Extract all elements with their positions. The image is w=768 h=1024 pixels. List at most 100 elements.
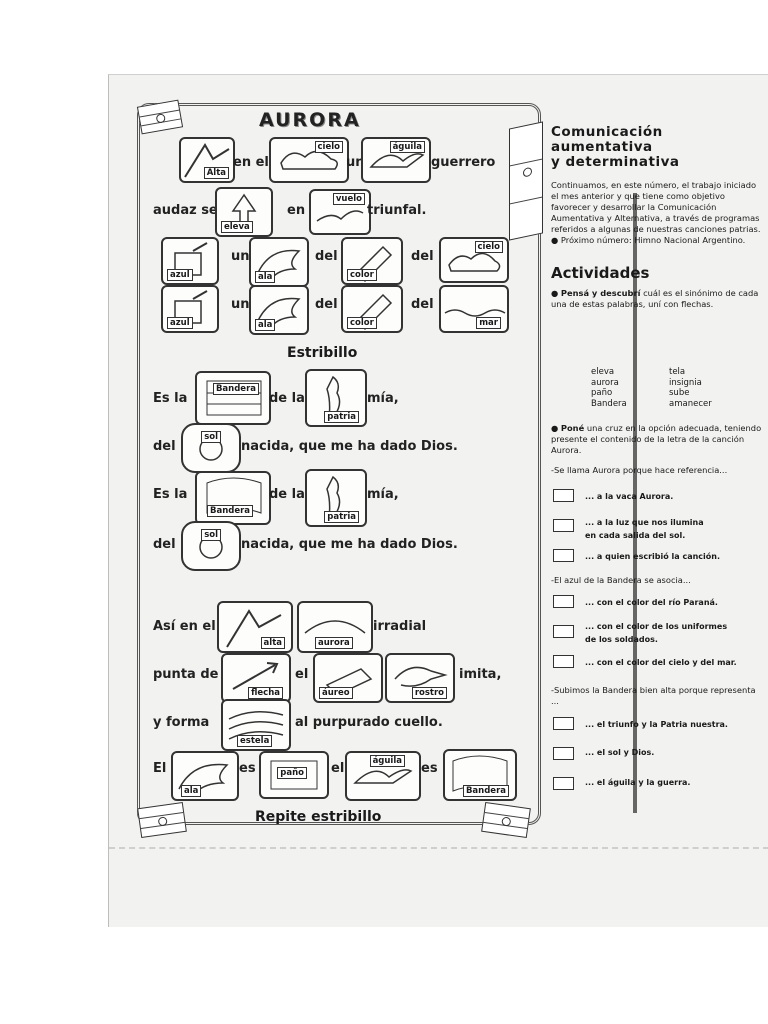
lyric-text: Así en el [153, 619, 216, 634]
lyric-text: del [153, 439, 176, 454]
lyric-text: al purpurado cuello. [295, 715, 443, 730]
lyric-text: mía, [367, 391, 399, 406]
answer-checkbox[interactable] [553, 655, 574, 668]
pictogram-color: color [341, 285, 403, 333]
lyric-text: el [295, 667, 309, 682]
song-title: AURORA [259, 109, 361, 131]
lyric-text: nacida, que me ha dado Dios. [241, 439, 458, 454]
answer-option: ... con el color del río Paraná. [585, 598, 718, 607]
pictogram-aguila: águila [345, 751, 421, 801]
answer-checkbox[interactable] [553, 747, 574, 760]
flag-pole-image [509, 121, 543, 241]
lyric-text: es [421, 761, 438, 776]
synonym-left-list: eleva aurora paño Bandera [591, 367, 627, 409]
pictogram-ala: ala [249, 285, 309, 335]
pictogram-ala: ala [249, 237, 309, 287]
answer-option: ... el triunfo y la Patria nuestra. [585, 720, 728, 729]
next-issue-text: Próximo número: Himno Nacional Argentino… [560, 235, 746, 245]
pictogram-azul: azul [161, 285, 219, 333]
synonym-word[interactable]: sube [669, 388, 690, 398]
answer-checkbox[interactable] [553, 595, 574, 608]
answer-option: ... con el color del cielo y del mar. [585, 658, 737, 667]
answer-option: ... con el color de los uniformes [585, 622, 728, 631]
pictogram-eleva: eleva [215, 187, 273, 237]
pictogram-bandera: Bandera [443, 749, 517, 801]
lyric-text: guerrero [431, 155, 496, 170]
activity-1-text: cuál es el sinónimo de cada una de estas… [551, 288, 759, 309]
pictogram-mar: mar [439, 285, 509, 333]
section-title-line: Comunicación [551, 124, 663, 140]
synonym-word[interactable]: eleva [591, 367, 615, 377]
lyric-text: del [411, 249, 434, 264]
answer-option: ... a la luz que nos ilumina [585, 518, 704, 527]
lyric-text: mía, [367, 487, 399, 502]
answer-option: ... a la vaca Aurora. [585, 492, 674, 501]
lyric-text: y forma [153, 715, 210, 730]
lyric-text: punta de [153, 667, 219, 682]
answer-option: ... el águila y la guerra. [585, 778, 691, 787]
pictogram-patria: patria [305, 369, 367, 427]
pictogram-sol: sol [181, 521, 241, 571]
activities-column: Comunicación aumentativa y determinativa… [551, 125, 766, 310]
answer-checkbox[interactable] [553, 625, 574, 638]
section-title-line: aumentativa [551, 139, 653, 155]
tear-line [109, 847, 768, 849]
pictogram-flecha: flecha [221, 653, 291, 703]
activity-2-text: una cruz en la opción adecuada, teniendo… [551, 423, 762, 455]
flag-pole [633, 193, 637, 813]
pictogram-estela: estela [221, 699, 291, 751]
lyric-text: del [411, 297, 434, 312]
lyric-text: del [315, 249, 338, 264]
pictogram-ala: ala [171, 751, 239, 801]
lyric-text: Es la [153, 487, 188, 502]
pictogram-aguila: águila [361, 137, 431, 183]
repite-estribillo-heading: Repite estribillo [255, 809, 382, 825]
lyric-text: imita, [459, 667, 502, 682]
answer-option-continued: de los soldados. [585, 635, 658, 644]
answer-checkbox[interactable] [553, 549, 574, 562]
worksheet-page: AURORA Alta en el cielo un águila guerre… [108, 74, 768, 927]
pictogram-vuelo: vuelo [309, 189, 371, 235]
lyric-text: del [153, 537, 176, 552]
lyric-text: triunfal. [367, 203, 427, 218]
answer-option-continued: en cada salida del sol. [585, 531, 686, 540]
answer-option: ... el sol y Dios. [585, 748, 655, 757]
answer-checkbox[interactable] [553, 717, 574, 730]
pictogram-aurora: aurora [297, 601, 373, 653]
lyric-text: de la [269, 391, 305, 406]
pictogram-alta: Alta [179, 137, 235, 183]
question-3: -Subimos la Bandera bien alta porque rep… [551, 685, 756, 706]
flag-bottom-right-image [481, 801, 531, 839]
lyric-text: Es la [153, 391, 188, 406]
synonym-word[interactable]: aurora [591, 377, 619, 388]
pictogram-cielo: cielo [439, 237, 509, 283]
synonym-word[interactable]: Bandera [591, 398, 627, 409]
intro-paragraph: Continuamos, en este número, el trabajo … [551, 180, 761, 234]
pictogram-cielo: cielo [269, 137, 349, 183]
decorative-border [137, 103, 541, 825]
synonym-word[interactable]: insignia [669, 377, 702, 388]
synonym-word[interactable]: tela [669, 367, 686, 377]
lyric-text: en [287, 203, 306, 218]
activities-heading: Actividades [551, 264, 650, 282]
section-title-line: y determinativa [551, 154, 680, 170]
synonym-word[interactable]: amanecer [669, 398, 712, 409]
answer-checkbox[interactable] [553, 519, 574, 532]
lyric-text: irradial [373, 619, 427, 634]
answer-checkbox[interactable] [553, 777, 574, 790]
lyric-text: audaz se [153, 203, 218, 218]
pictogram-color: color [341, 237, 403, 285]
synonym-right-list: tela insignia sube amanecer [669, 367, 712, 409]
pictogram-azul: azul [161, 237, 219, 285]
flag-bottom-left-image [137, 801, 187, 839]
lyric-text: nacida, que me ha dado Dios. [241, 537, 458, 552]
lyric-text: en el [233, 155, 269, 170]
pictogram-rostro: rostro [385, 653, 455, 703]
synonym-word[interactable]: paño [591, 388, 613, 398]
pictogram-patria: patria [305, 469, 367, 527]
lyric-text: un [346, 155, 365, 170]
lyric-text: el [331, 761, 345, 776]
activity-2-instructions: ● Poné una cruz en la opción adecuada, t… [551, 423, 762, 455]
answer-checkbox[interactable] [553, 489, 574, 502]
lyric-text: es [239, 761, 256, 776]
